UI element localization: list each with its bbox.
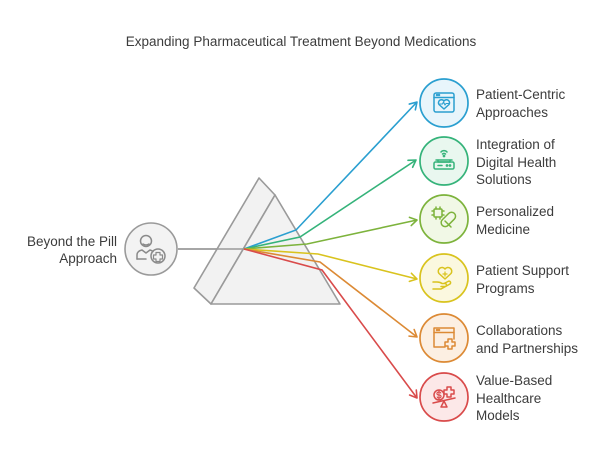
arrowhead	[408, 101, 418, 111]
ray	[243, 219, 418, 250]
arrowhead	[408, 328, 418, 338]
outcome-label-line: Approaches	[476, 104, 549, 120]
outcome-label-line: and Partnerships	[476, 340, 579, 356]
outcome-circle	[419, 313, 469, 363]
outcome-label-line: Medicine	[476, 221, 531, 237]
outcome-label-line: Healthcare	[476, 390, 542, 406]
arrowhead	[408, 216, 418, 227]
outcome-label-line: Programs	[476, 280, 535, 296]
rays	[243, 101, 418, 399]
outcome-label-line: Digital Health	[476, 154, 557, 170]
outcome-label-line: Personalized	[476, 204, 555, 219]
outcome-circle	[419, 136, 469, 186]
outcome-label-line: Value-Based	[476, 373, 553, 388]
outcome-node	[419, 78, 469, 128]
source-label-line: Approach	[59, 251, 117, 266]
outcome-label-line: Models	[476, 408, 520, 423]
ray	[243, 248, 418, 338]
arrowhead	[407, 159, 417, 169]
outcome-node	[419, 372, 469, 422]
hand-heart-icon	[432, 266, 453, 290]
outcome-nodes	[419, 78, 469, 422]
diagram-title: Expanding Pharmaceutical Treatment Beyon…	[125, 34, 477, 49]
source-label: Beyond the Pill Approach	[27, 233, 117, 267]
outcome-label-line: Patient Support	[476, 263, 570, 278]
chip-pill-icon	[431, 206, 457, 228]
ray	[243, 248, 418, 399]
outcome-label-line: Solutions	[476, 172, 532, 187]
arrowhead	[408, 389, 418, 399]
ray	[243, 159, 417, 250]
smart-scale-icon	[433, 149, 455, 170]
browser-plus-icon	[433, 327, 456, 350]
outcome-node	[419, 313, 469, 363]
person-plus-icon	[136, 234, 166, 264]
outcome-label: Collaborations and Partnerships	[476, 322, 578, 357]
dollar-cross-balance-icon	[432, 386, 456, 408]
outcome-label-line: Collaborations	[476, 323, 563, 338]
outcome-label-line: Patient-Centric	[476, 87, 566, 102]
outcome-node	[419, 253, 469, 303]
source-node	[124, 222, 178, 276]
outcome-label-line: Integration of	[476, 137, 555, 152]
outcome-node	[419, 136, 469, 186]
outcome-node	[419, 194, 469, 244]
browser-heart-icon	[433, 92, 455, 113]
source-label-line: Beyond the Pill	[26, 234, 117, 249]
ray	[243, 248, 418, 280]
arrowhead	[408, 272, 418, 283]
source-circle	[124, 222, 178, 276]
ray	[243, 101, 418, 250]
